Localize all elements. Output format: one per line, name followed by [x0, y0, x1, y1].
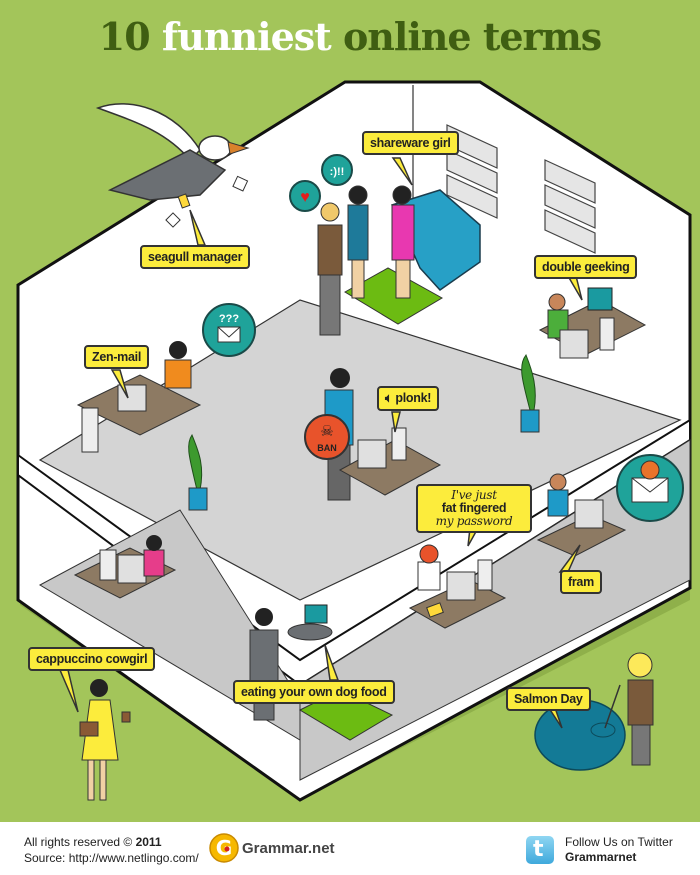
source-link[interactable]: Source: http://www.netlingo.com/	[24, 851, 199, 865]
fat-finger-bubble: I've just fat fingered my password	[416, 484, 532, 533]
shareware-group	[317, 185, 415, 336]
svg-text:♥: ♥	[300, 189, 310, 206]
zen-mail-desk	[76, 341, 202, 453]
term-fram: fram	[560, 570, 602, 594]
envelope-question-bubble: ???	[202, 303, 256, 357]
plonk-desk	[338, 427, 442, 496]
term-zen-mail: Zen-mail	[84, 345, 149, 369]
term-cappuccino-cowgirl: cappuccino cowgirl	[28, 647, 156, 671]
svg-text::)!!: :)!!	[330, 166, 345, 178]
term-salmon-day: Salmon Day	[506, 687, 591, 711]
page-title: 10 funniest online terms	[0, 14, 700, 59]
term-double-geeking: double geeking	[534, 255, 638, 279]
svg-text:G: G	[216, 836, 232, 860]
fat-finger-line3: my password	[435, 514, 513, 528]
brand-name[interactable]: Grammar.net	[242, 840, 335, 857]
term-shareware-girl: shareware girl	[362, 131, 459, 155]
follow-text: Follow Us on Twitter	[565, 835, 673, 849]
cappuccino-cowgirl-figure	[79, 679, 131, 801]
fat-finger-line1: I've just	[451, 488, 497, 502]
title-highlight: funniest	[161, 14, 332, 59]
title-rest: online terms	[342, 14, 602, 59]
fat-finger-line2: fat fingered	[441, 501, 507, 515]
term-seagull-manager: seagull manager	[140, 245, 251, 269]
svg-text:☠: ☠	[320, 423, 333, 440]
seagull-manager-figure	[95, 103, 250, 228]
rug	[344, 267, 444, 325]
smiley-bubble: :)!!	[321, 154, 353, 186]
lower-desk-left	[73, 535, 177, 599]
title-number: 10	[98, 14, 151, 59]
lower-desk-right	[408, 544, 507, 629]
footer: All rights reserved © 2011 Source: http:…	[0, 822, 700, 875]
speaker-icon: 🔈︎	[385, 391, 393, 405]
svg-text:???: ???	[219, 313, 239, 325]
twitter-follow[interactable]: Follow Us on Twitter Grammarnet	[565, 835, 673, 865]
twitter-handle: Grammarnet	[565, 850, 637, 864]
double-geeking-desk	[538, 287, 647, 359]
plant-1	[188, 433, 208, 511]
term-eating-your-own-dog-food: eating your own dog food	[233, 680, 395, 704]
rights-text: All rights reserved ©	[24, 835, 133, 849]
grammar-logo-icon[interactable]: G	[208, 832, 240, 864]
fram-desk	[536, 473, 627, 557]
term-plonk-label: plonk!	[395, 391, 432, 405]
copyright-block: All rights reserved © 2011 Source: http:…	[24, 834, 199, 866]
plant-2	[520, 354, 540, 433]
term-plonk: 🔈︎ plonk!	[377, 386, 440, 411]
rights-year: 2011	[135, 835, 162, 849]
cat-envelope-bubble	[616, 454, 684, 522]
twitter-icon[interactable]: t	[526, 836, 554, 864]
ban-bubble: ☠ BAN	[304, 414, 350, 460]
svg-text:BAN: BAN	[317, 443, 337, 453]
heart-bubble: ♥	[289, 180, 321, 212]
